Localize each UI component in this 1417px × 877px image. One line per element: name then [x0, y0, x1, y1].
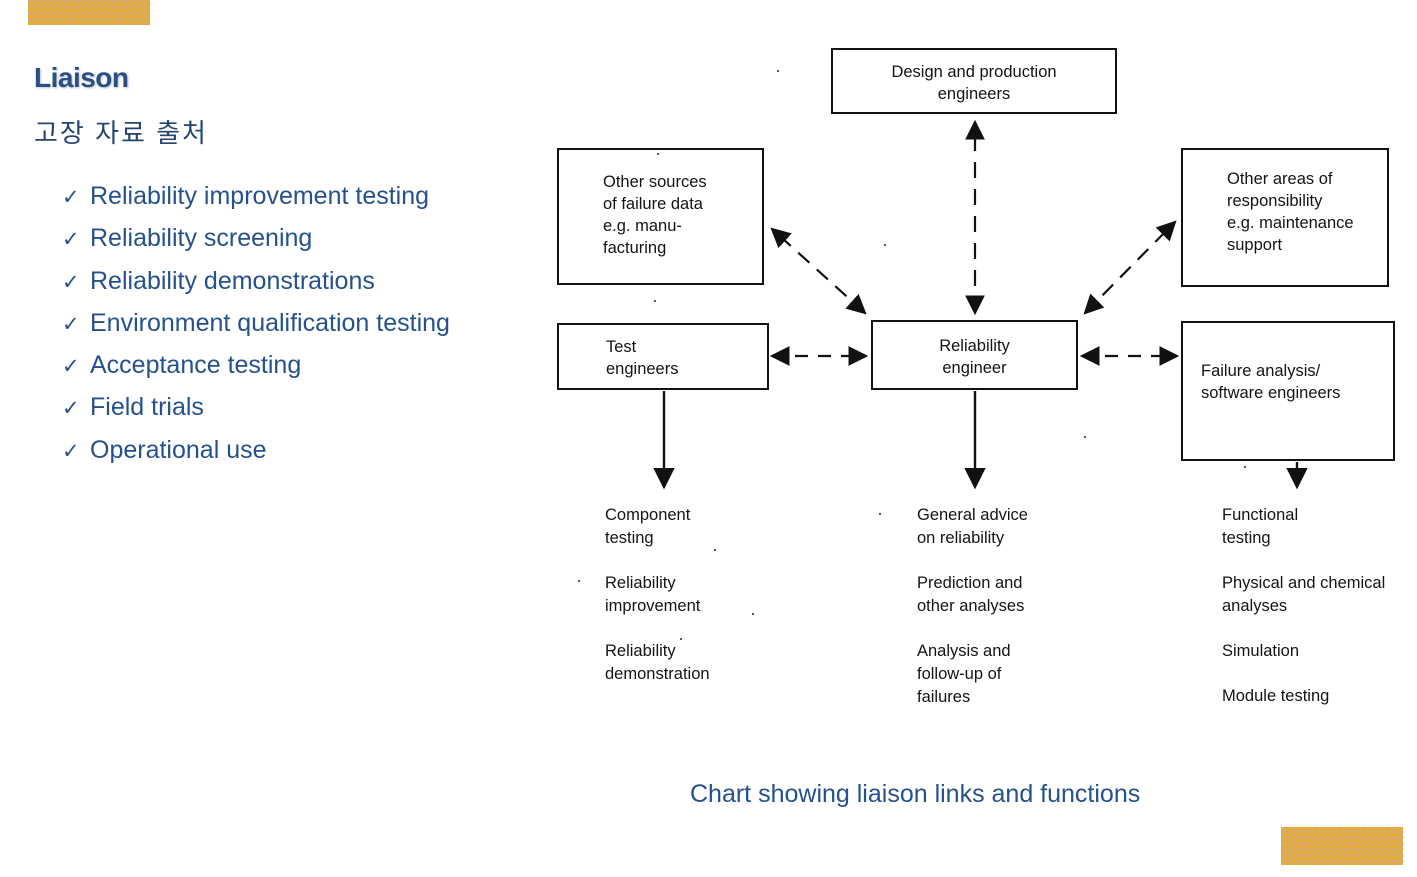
- output-item: Functional testing: [1222, 506, 1299, 547]
- page-title: Liaison: [34, 62, 129, 93]
- node-label: Design and production engineers: [891, 63, 1057, 103]
- page-subtitle: 고장 자료 출처: [34, 118, 208, 148]
- output-item: Physical and chemical analyses: [1222, 574, 1386, 615]
- node-label: Failure analysis/ software engineers: [1201, 362, 1341, 402]
- check-icon: ✓: [62, 186, 80, 209]
- list-item: ✓ Field trials: [62, 387, 450, 429]
- list-item: ✓ Acceptance testing: [62, 345, 450, 387]
- check-icon: ✓: [62, 439, 80, 463]
- scan-speckle: [654, 300, 656, 302]
- list-item-label: Environment qualification testing: [90, 308, 450, 337]
- list-item: ✓ Reliability improvement testing: [62, 176, 450, 218]
- list-item-label: Reliability demonstrations: [90, 266, 375, 295]
- output-item: Reliability demonstration: [605, 642, 710, 683]
- scan-speckle: [884, 244, 886, 246]
- list-item: ✓ Environment qualification testing: [62, 303, 450, 345]
- list-item-label: Reliability screening: [90, 224, 313, 253]
- scan-speckle: [657, 153, 659, 155]
- output-item: Analysis and follow-up of failures: [917, 642, 1011, 706]
- output-column-reliability-engineer: General advice on reliability Prediction…: [917, 504, 1117, 731]
- output-column-test-engineers: Component testing Reliability improvemen…: [605, 504, 805, 708]
- decorative-block-bottom-right: [1281, 827, 1403, 865]
- bullet-list: ✓ Reliability improvement testing ✓ Reli…: [62, 176, 450, 472]
- list-item: ✓ Operational use: [62, 430, 450, 472]
- check-icon: ✓: [62, 270, 80, 294]
- node-test-engineers[interactable]: Test engineers: [557, 323, 769, 390]
- node-failure-analysis-software-engineers[interactable]: Failure analysis/ software engineers: [1181, 321, 1395, 461]
- output-item: Reliability improvement: [605, 574, 701, 615]
- output-item: Component testing: [605, 506, 691, 547]
- node-other-sources-of-failure-data[interactable]: Other sources of failure data e.g. manu-…: [557, 148, 764, 285]
- check-icon: ✓: [62, 355, 80, 379]
- scan-speckle: [879, 513, 881, 515]
- node-label: Test engineers: [606, 338, 679, 378]
- scan-speckle: [1244, 466, 1246, 468]
- check-icon: ✓: [62, 312, 80, 336]
- list-item-label: Field trials: [90, 393, 204, 422]
- list-item: ✓ Reliability demonstrations: [62, 261, 450, 303]
- list-item-label: Reliability improvement testing: [90, 182, 430, 210]
- check-icon: ✓: [62, 397, 80, 421]
- node-reliability-engineer[interactable]: Reliability engineer: [871, 320, 1078, 390]
- check-icon: ✓: [62, 228, 80, 252]
- output-item: Prediction and other analyses: [917, 574, 1025, 615]
- list-item: ✓ Reliability screening: [62, 218, 450, 260]
- scan-speckle: [777, 70, 779, 72]
- output-column-failure-analysis: Functional testing Physical and chemical…: [1222, 504, 1417, 730]
- node-label: Other sources of failure data e.g. manu-…: [603, 173, 707, 257]
- output-item: Simulation: [1222, 642, 1300, 660]
- scan-speckle: [752, 613, 754, 615]
- scan-speckle: [680, 638, 682, 640]
- node-other-areas-of-responsibility[interactable]: Other areas of responsibility e.g. maint…: [1181, 148, 1389, 287]
- node-label: Other areas of responsibility e.g. maint…: [1227, 170, 1354, 254]
- node-design-and-production-engineers[interactable]: Design and production engineers: [831, 48, 1117, 114]
- output-item: Module testing: [1222, 687, 1330, 705]
- chart-caption: Chart showing liaison links and function…: [690, 780, 1141, 808]
- node-label: Reliability engineer: [939, 337, 1010, 377]
- scan-speckle: [1084, 436, 1086, 438]
- output-item: General advice on reliability: [917, 506, 1028, 547]
- scan-speckle: [578, 580, 580, 582]
- list-item-label: Acceptance testing: [90, 351, 302, 380]
- scan-speckle: [714, 549, 716, 551]
- decorative-block-top-left: [28, 0, 150, 25]
- list-item-label: Operational use: [90, 435, 267, 464]
